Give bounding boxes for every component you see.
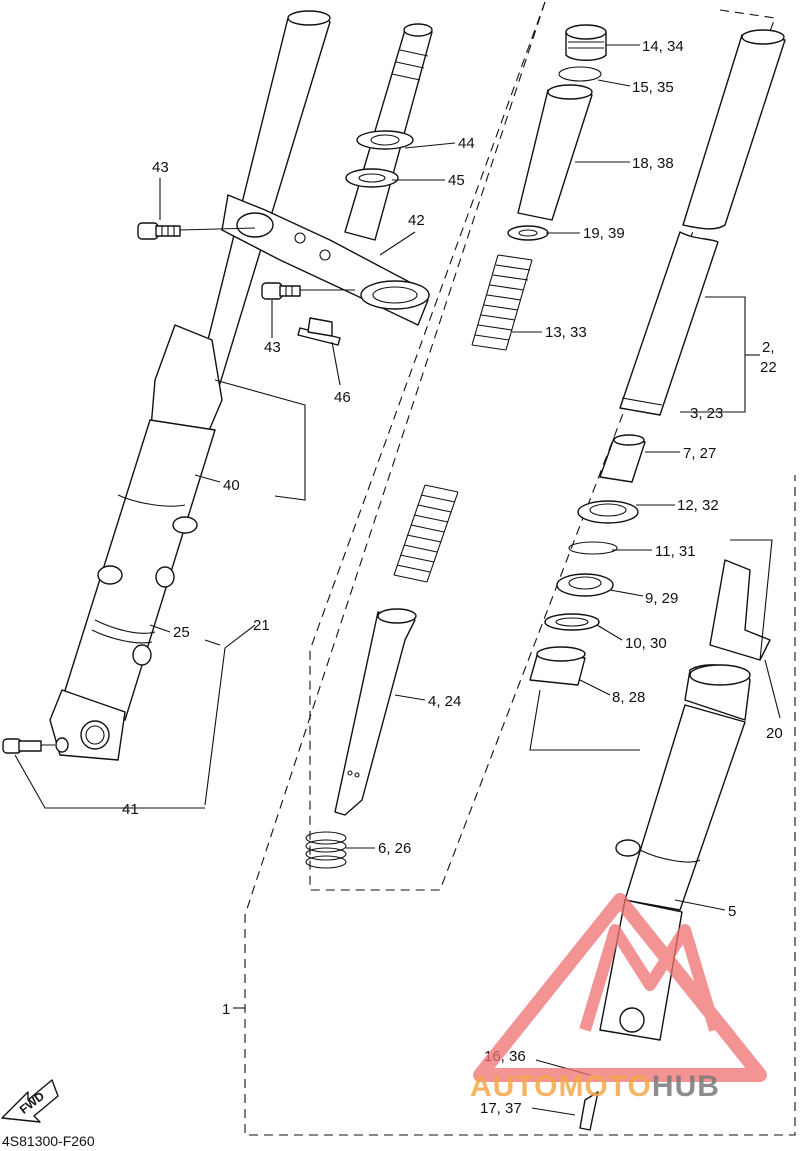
clip-11-31 <box>568 541 618 555</box>
inner-tube-2-22 <box>619 29 786 416</box>
diagram-code: 4S81300-F260 <box>2 1133 95 1149</box>
watermark-logo <box>473 893 767 1082</box>
callout-19-39: 19, 39 <box>583 225 625 242</box>
dust-seal-12-32 <box>577 500 639 524</box>
callout-13-33: 13, 33 <box>545 324 587 341</box>
callout-18-38: 18, 38 <box>632 155 674 172</box>
bolt-43-upper <box>137 222 181 240</box>
cap-bolt-14-34 <box>565 24 607 61</box>
slide-bush-7-27 <box>599 434 646 483</box>
under-bracket-assembly <box>221 23 433 326</box>
callout-9-29: 9, 29 <box>645 590 678 607</box>
callout-10-30: 10, 30 <box>625 635 667 652</box>
washer-19-39 <box>507 225 549 241</box>
callout-2-22-a: 2, <box>762 339 775 356</box>
rebound-spring-6-26 <box>305 831 347 869</box>
callout-14-34: 14, 34 <box>642 38 684 55</box>
spacer-18-38 <box>517 84 593 221</box>
damper-rod-4-24 <box>334 608 417 816</box>
callout-44: 44 <box>458 135 475 152</box>
callout-20: 20 <box>766 725 783 742</box>
left-fork-assembly <box>49 10 331 761</box>
leader-lines <box>14 44 781 1116</box>
callout-21: 21 <box>253 617 270 634</box>
callout-7-27: 7, 27 <box>683 445 716 462</box>
callout-42: 42 <box>408 212 425 229</box>
callout-6-26: 6, 26 <box>378 840 411 857</box>
fork-spring-13-33 <box>393 254 533 583</box>
callout-1: 1 <box>222 1001 230 1018</box>
callout-4-24: 4, 24 <box>428 693 461 710</box>
callout-17-37: 17, 37 <box>480 1100 522 1117</box>
watermark-brand: AUTOMOTOHUB <box>470 1070 720 1103</box>
callout-12-32: 12, 32 <box>677 497 719 514</box>
callout-25: 25 <box>173 624 190 641</box>
slide-bush-8-28 <box>529 646 586 686</box>
callout-46: 46 <box>334 389 351 406</box>
bolt-43-lower <box>261 282 301 300</box>
callout-11-31: 11, 31 <box>655 543 696 560</box>
callout-15-35: 15, 35 <box>632 79 674 96</box>
callout-2-22-b: 22 <box>760 359 777 376</box>
protector-20 <box>709 559 771 661</box>
cap-46 <box>297 317 341 346</box>
washer-10-30 <box>544 613 600 631</box>
callout-40: 40 <box>223 477 240 494</box>
o-ring-15-35 <box>558 66 602 82</box>
callout-43-top: 43 <box>152 159 169 176</box>
callout-5: 5 <box>728 903 736 920</box>
callout-3-23: 3, 23 <box>690 405 723 422</box>
assembly-dashed-outline <box>244 1 796 1136</box>
outer-tube-5 <box>579 664 751 1131</box>
callout-8-28: 8, 28 <box>612 689 645 706</box>
oil-seal-9-29 <box>556 573 614 597</box>
fwd-arrow-icon: FWD <box>1 1079 59 1123</box>
callout-labels: 14, 34 15, 35 18, 38 19, 39 13, 33 2, 22… <box>122 38 783 1117</box>
callout-43-mid: 43 <box>264 339 281 356</box>
callout-41: 41 <box>122 801 139 818</box>
callout-45: 45 <box>448 172 465 189</box>
bolt-41 <box>2 738 42 754</box>
